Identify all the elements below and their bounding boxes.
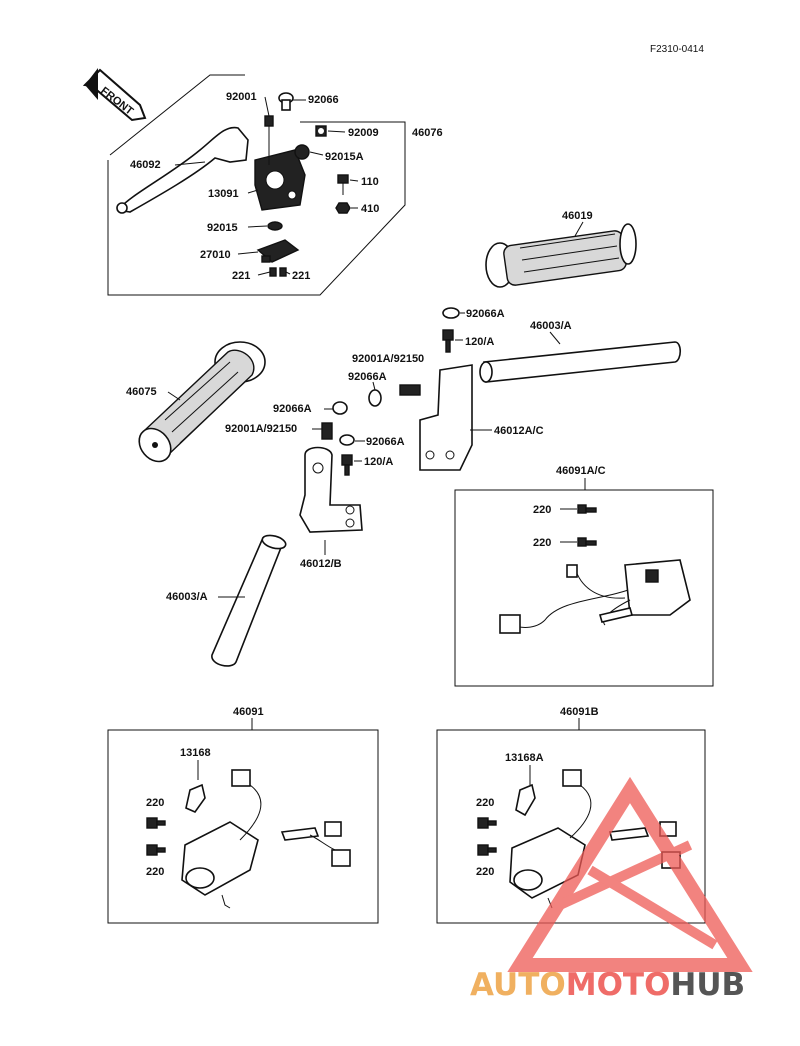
- label-46091B: 46091B: [560, 706, 599, 718]
- label-410: 410: [361, 203, 379, 215]
- label-46091: 46091: [233, 706, 264, 718]
- label-110: 110: [361, 176, 379, 188]
- label-221-b: 221: [292, 270, 310, 282]
- figure-code: F2310-0414: [650, 44, 704, 55]
- label-13168A: 13168A: [505, 752, 544, 764]
- label-92009: 92009: [348, 127, 379, 139]
- label-46092: 46092: [130, 159, 161, 171]
- cap-92066: [278, 92, 294, 111]
- throttle-tube-lower: [211, 534, 287, 667]
- switch-housing-46091: [181, 769, 351, 909]
- throttle-tube-upper: [479, 341, 682, 383]
- switch-27010: [256, 239, 300, 263]
- label-92066A-4: 92066A: [366, 436, 405, 448]
- watermark-text: AUTOMOTOHUB: [470, 967, 745, 1003]
- cap-92066A-3: [332, 401, 348, 415]
- washer-92015A: [294, 144, 310, 160]
- label-46003A-1: 46003/A: [530, 320, 572, 332]
- label-46012AC: 46012A/C: [494, 425, 544, 437]
- grip-46075: [138, 341, 266, 463]
- screw-220-3: [146, 817, 166, 829]
- label-220-6: 220: [476, 866, 494, 878]
- label-46091AC: 46091A/C: [556, 465, 606, 477]
- screw-220-4: [146, 844, 166, 856]
- label-27010: 27010: [200, 249, 231, 261]
- screw-92001A-2: [321, 422, 333, 440]
- label-92066: 92066: [308, 94, 339, 106]
- leader-lines-upper: [174, 96, 359, 276]
- label-46076: 46076: [412, 127, 443, 139]
- screw-220-6: [477, 844, 497, 856]
- label-220-1: 220: [533, 504, 551, 516]
- cap-92066A-4: [339, 434, 355, 446]
- label-46012B: 46012/B: [300, 558, 342, 570]
- label-220-4: 220: [146, 866, 164, 878]
- grip-46019: [485, 223, 637, 288]
- box-46091B: [436, 729, 706, 924]
- switch-housing-AC: [499, 559, 691, 634]
- label-120A-1: 120/A: [465, 336, 494, 348]
- label-46075: 46075: [126, 386, 157, 398]
- label-92001: 92001: [226, 91, 257, 103]
- label-92015: 92015: [207, 222, 238, 234]
- label-92066A-2: 92066A: [348, 371, 387, 383]
- screws-221: [269, 267, 287, 277]
- nut-410: [335, 202, 351, 214]
- label-221-a: 221: [232, 270, 250, 282]
- front-arrow-icon: FRONT: [82, 68, 147, 122]
- label-120A-2: 120/A: [364, 456, 393, 468]
- bolt-110: [337, 174, 349, 195]
- screw-92001A-1: [399, 384, 421, 396]
- label-220-2: 220: [533, 537, 551, 549]
- lever-assembly-box: [107, 74, 406, 296]
- screw-220-2: [577, 537, 597, 547]
- label-46019: 46019: [562, 210, 593, 222]
- cap-92066A-1: [442, 307, 460, 319]
- cap-92066A-2: [368, 389, 382, 407]
- label-220-5: 220: [476, 797, 494, 809]
- box-46091AC: [454, 489, 714, 687]
- screw-120A-1: [442, 329, 454, 353]
- clip-13168A: [515, 783, 536, 817]
- housing-46012AC: [419, 364, 473, 471]
- clip-13168: [185, 783, 206, 813]
- label-92001A-92150-2: 92001A/92150: [225, 423, 297, 435]
- box-46091: [107, 729, 379, 924]
- screw-220-5: [477, 817, 497, 829]
- watermark-logo: [507, 776, 753, 972]
- housing-46012B: [299, 446, 363, 533]
- lever-part: [116, 126, 249, 214]
- label-92066A-1: 92066A: [466, 308, 505, 320]
- label-92015A: 92015A: [325, 151, 364, 163]
- label-13091: 13091: [208, 188, 239, 200]
- label-220-3: 220: [146, 797, 164, 809]
- label-46003A-2: 46003/A: [166, 591, 208, 603]
- label-92001A-92150-1: 92001A/92150: [352, 353, 424, 365]
- perch-part: [254, 149, 306, 211]
- label-13168: 13168: [180, 747, 211, 759]
- bolt-92009: [315, 125, 327, 137]
- washer-92015: [267, 221, 283, 231]
- label-92066A-3: 92066A: [273, 403, 312, 415]
- screw-120A-2: [341, 454, 353, 476]
- screw-220-1: [577, 504, 597, 514]
